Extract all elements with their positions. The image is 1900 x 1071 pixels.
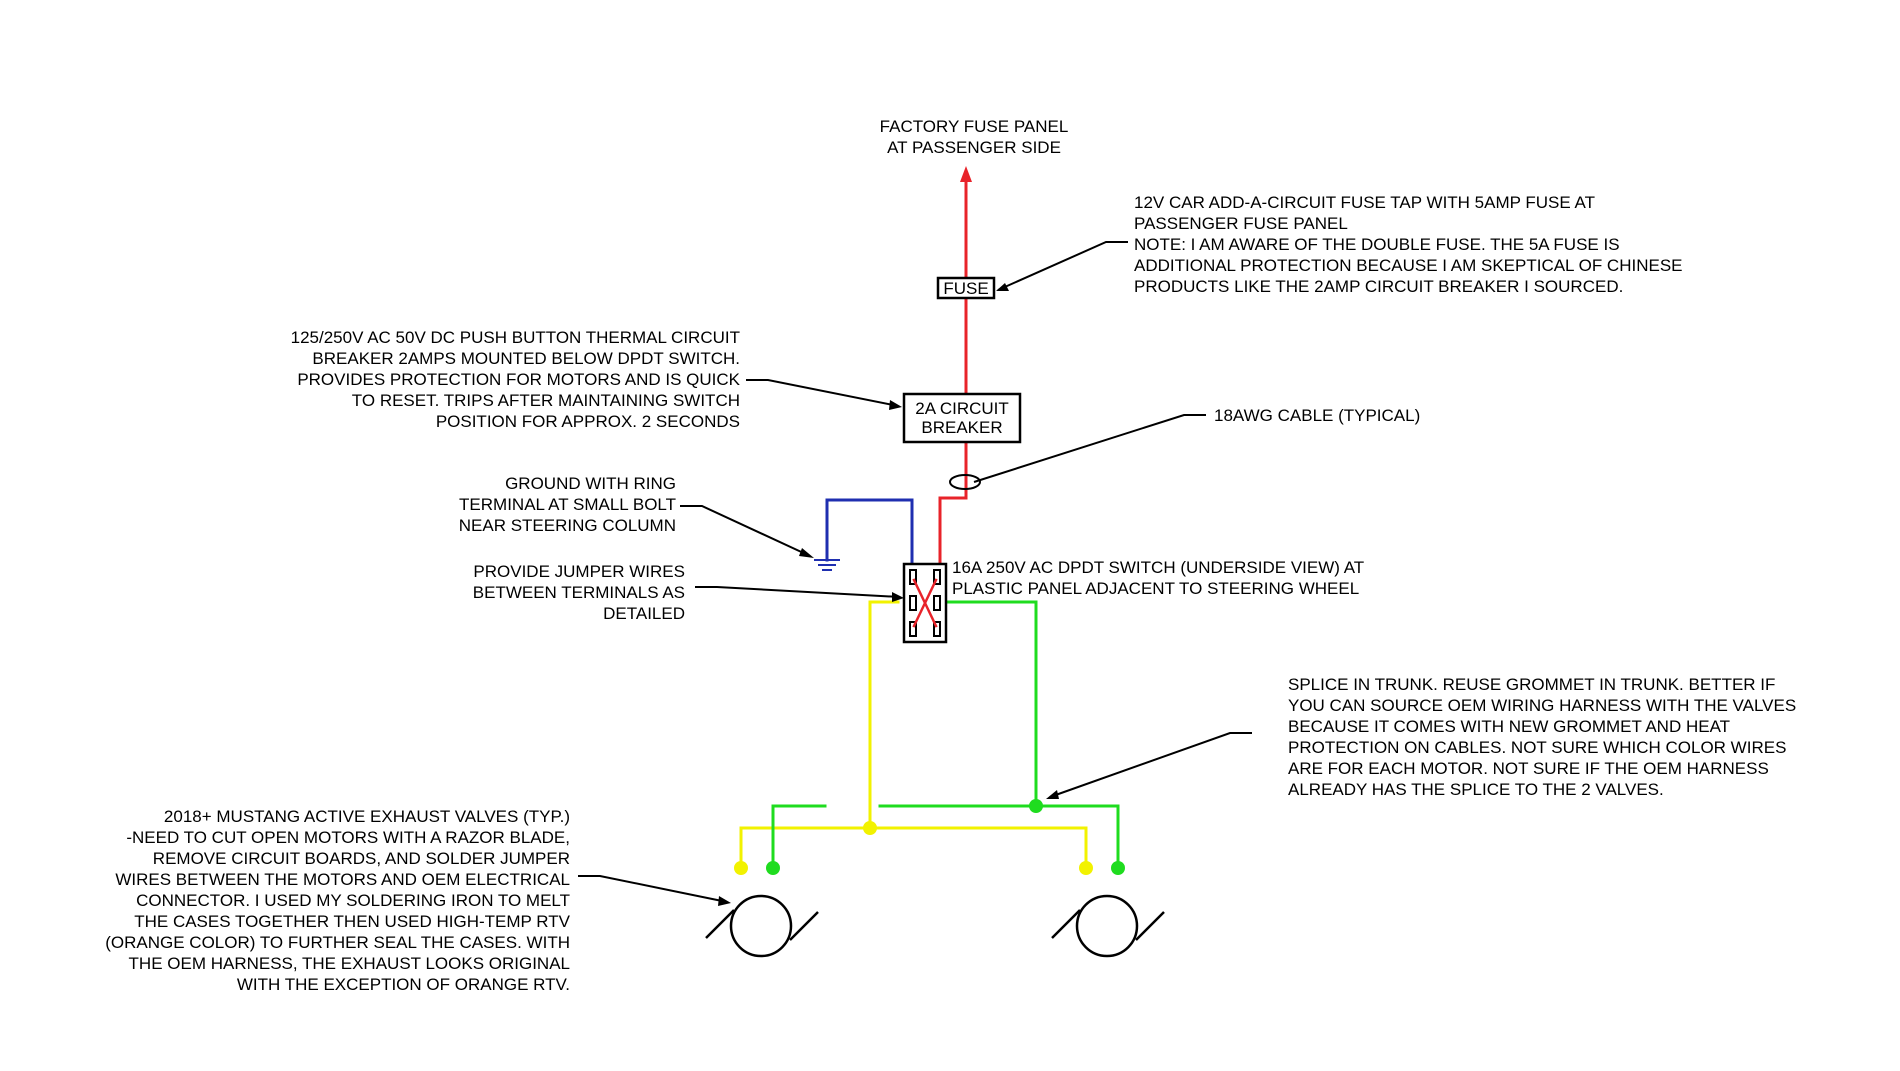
exhaust-valve-right	[1051, 894, 1165, 958]
terminal-dot-yellow-left	[734, 861, 748, 875]
svg-text:BECAUSE IT COMES WITH NEW GROM: BECAUSE IT COMES WITH NEW GROMMET AND HE…	[1288, 717, 1730, 736]
svg-text:GROUND WITH RING: GROUND WITH RING	[505, 474, 676, 493]
switch-terminal	[933, 569, 941, 585]
svg-text:THE OEM HARNESS, THE EXHAUST L: THE OEM HARNESS, THE EXHAUST LOOKS ORIGI…	[129, 954, 570, 973]
label-fuse-panel: FACTORY FUSE PANEL AT PASSENGER SIDE	[880, 117, 1069, 157]
switch-terminal	[933, 595, 941, 611]
svg-text:TO RESET. TRIPS AFTER MAINTAIN: TO RESET. TRIPS AFTER MAINTAINING SWITCH	[352, 391, 740, 410]
svg-text:2018+ MUSTANG ACTIVE EXHAUST V: 2018+ MUSTANG ACTIVE EXHAUST VALVES (TYP…	[164, 807, 570, 826]
svg-text:NOTE: I AM AWARE OF THE DOUBLE: NOTE: I AM AWARE OF THE DOUBLE FUSE. THE…	[1134, 235, 1620, 254]
green-wire	[771, 600, 1120, 868]
label-jumper: PROVIDE JUMPER WIRES BETWEEN TERMINALS A…	[473, 562, 685, 623]
svg-text:PRODUCTS LIKE THE 2AMP CIRCUIT: PRODUCTS LIKE THE 2AMP CIRCUIT BREAKER I…	[1134, 277, 1623, 296]
label-switch: 16A 250V AC DPDT SWITCH (UNDERSIDE VIEW)…	[952, 558, 1364, 598]
svg-text:PASSENGER FUSE PANEL: PASSENGER FUSE PANEL	[1134, 214, 1348, 233]
svg-text:BREAKER 2AMPS MOUNTED BELOW DP: BREAKER 2AMPS MOUNTED BELOW DPDT SWITCH.	[312, 349, 740, 368]
svg-text:ALREADY HAS THE SPLICE TO THE: ALREADY HAS THE SPLICE TO THE 2 VALVES.	[1288, 780, 1664, 799]
yellow-wire	[739, 600, 1088, 868]
svg-text:BETWEEN TERMINALS AS: BETWEEN TERMINALS AS	[473, 583, 685, 602]
fuse-label: FUSE	[943, 279, 988, 298]
svg-text:12V CAR ADD-A-CIRCUIT FUSE TAP: 12V CAR ADD-A-CIRCUIT FUSE TAP WITH 5AMP…	[1134, 193, 1595, 212]
svg-text:PLASTIC PANEL ADJACENT TO STEE: PLASTIC PANEL ADJACENT TO STEERING WHEEL	[952, 579, 1359, 598]
leader-lines	[578, 241, 1252, 906]
arrow-icon	[1046, 790, 1059, 799]
svg-text:POSITION FOR APPROX. 2 SECONDS: POSITION FOR APPROX. 2 SECONDS	[436, 412, 740, 431]
terminal-dot-green-left	[766, 861, 780, 875]
label-splice: SPLICE IN TRUNK. REUSE GROMMET IN TRUNK.…	[1288, 675, 1796, 799]
splice-dot-yellow	[863, 821, 877, 835]
svg-text:REMOVE CIRCUIT BOARDS, AND SOL: REMOVE CIRCUIT BOARDS, AND SOLDER JUMPER	[153, 849, 570, 868]
svg-text:CONNECTOR. I USED MY SOLDERING: CONNECTOR. I USED MY SOLDERING IRON TO M…	[136, 891, 570, 910]
switch-terminal	[909, 595, 917, 611]
svg-text:PROVIDE JUMPER WIRES: PROVIDE JUMPER WIRES	[473, 562, 685, 581]
arrow-icon	[718, 896, 731, 906]
cable-marker-icon	[949, 474, 981, 490]
svg-text:DETAILED: DETAILED	[603, 604, 685, 623]
svg-text:THE CASES TOGETHER THEN USED H: THE CASES TOGETHER THEN USED HIGH-TEMP R…	[134, 912, 570, 931]
terminal-dot-yellow-right	[1079, 861, 1093, 875]
svg-text:(ORANGE COLOR) TO FURTHER SEAL: (ORANGE COLOR) TO FURTHER SEAL THE CASES…	[105, 933, 570, 952]
svg-text:16A 250V AC DPDT SWITCH (UNDER: 16A 250V AC DPDT SWITCH (UNDERSIDE VIEW)…	[952, 558, 1364, 577]
label-cable: 18AWG CABLE (TYPICAL)	[1214, 406, 1420, 425]
svg-text:YOU CAN SOURCE OEM WIRING HARN: YOU CAN SOURCE OEM WIRING HARNESS WITH T…	[1288, 696, 1796, 715]
circuit-breaker: 2A CIRCUIT BREAKER	[902, 392, 1022, 444]
svg-text:PROTECTION ON CABLES. NOT SURE: PROTECTION ON CABLES. NOT SURE WHICH COL…	[1288, 738, 1786, 757]
svg-text:125/250V AC 50V DC PUSH BUTTON: 125/250V AC 50V DC PUSH BUTTON THERMAL C…	[291, 328, 740, 347]
svg-text:ARE FOR EACH MOTOR. NOT SURE I: ARE FOR EACH MOTOR. NOT SURE IF THE OEM …	[1288, 759, 1769, 778]
switch-terminal	[909, 569, 917, 585]
svg-text:ADDITIONAL PROTECTION BECAUSE: ADDITIONAL PROTECTION BECAUSE I AM SKEPT…	[1134, 256, 1683, 275]
label-breaker-note: 125/250V AC 50V DC PUSH BUTTON THERMAL C…	[291, 328, 741, 431]
label-ground: GROUND WITH RING TERMINAL AT SMALL BOLT …	[459, 474, 676, 535]
splice-dot-green	[1029, 799, 1043, 813]
svg-text:NEAR STEERING COLUMN: NEAR STEERING COLUMN	[459, 516, 676, 535]
arrow-icon	[892, 592, 904, 602]
ground-symbol-icon	[814, 559, 840, 571]
svg-text:FACTORY FUSE PANEL: FACTORY FUSE PANEL	[880, 117, 1069, 136]
svg-text:18AWG CABLE (TYPICAL): 18AWG CABLE (TYPICAL)	[1214, 406, 1420, 425]
svg-text:-NEED TO CUT OPEN MOTORS WITH: -NEED TO CUT OPEN MOTORS WITH A RAZOR BL…	[126, 828, 570, 847]
arrow-icon	[996, 283, 1009, 291]
arrow-icon	[799, 548, 814, 558]
svg-text:SPLICE IN TRUNK. REUSE GROMMET: SPLICE IN TRUNK. REUSE GROMMET IN TRUNK.…	[1288, 675, 1775, 694]
svg-text:WITH THE EXCEPTION OF ORANGE R: WITH THE EXCEPTION OF ORANGE RTV.	[237, 975, 570, 994]
arrow-up-icon	[960, 166, 972, 182]
breaker-label-line-2: BREAKER	[921, 418, 1002, 437]
svg-text:PROVIDES PROTECTION FOR MOTORS: PROVIDES PROTECTION FOR MOTORS AND IS QU…	[297, 370, 740, 389]
fuse: FUSE	[936, 276, 996, 300]
jumper-wire	[912, 578, 938, 628]
label-valves: 2018+ MUSTANG ACTIVE EXHAUST VALVES (TYP…	[105, 807, 570, 994]
dpdt-switch	[902, 562, 948, 644]
svg-text:TERMINAL AT SMALL BOLT: TERMINAL AT SMALL BOLT	[459, 495, 676, 514]
switch-terminal	[933, 621, 941, 637]
arrow-icon	[889, 400, 902, 410]
svg-text:AT PASSENGER SIDE: AT PASSENGER SIDE	[887, 138, 1061, 157]
ground-wire	[825, 498, 914, 570]
svg-text:WIRES BETWEEN THE MOTORS AND O: WIRES BETWEEN THE MOTORS AND OEM ELECTRI…	[115, 870, 570, 889]
breaker-label-line-1: 2A CIRCUIT	[915, 399, 1009, 418]
switch-terminal	[909, 621, 917, 637]
label-fuse-tap: 12V CAR ADD-A-CIRCUIT FUSE TAP WITH 5AMP…	[1134, 193, 1683, 296]
terminal-dot-green-right	[1111, 861, 1125, 875]
exhaust-valve-left	[705, 894, 819, 958]
